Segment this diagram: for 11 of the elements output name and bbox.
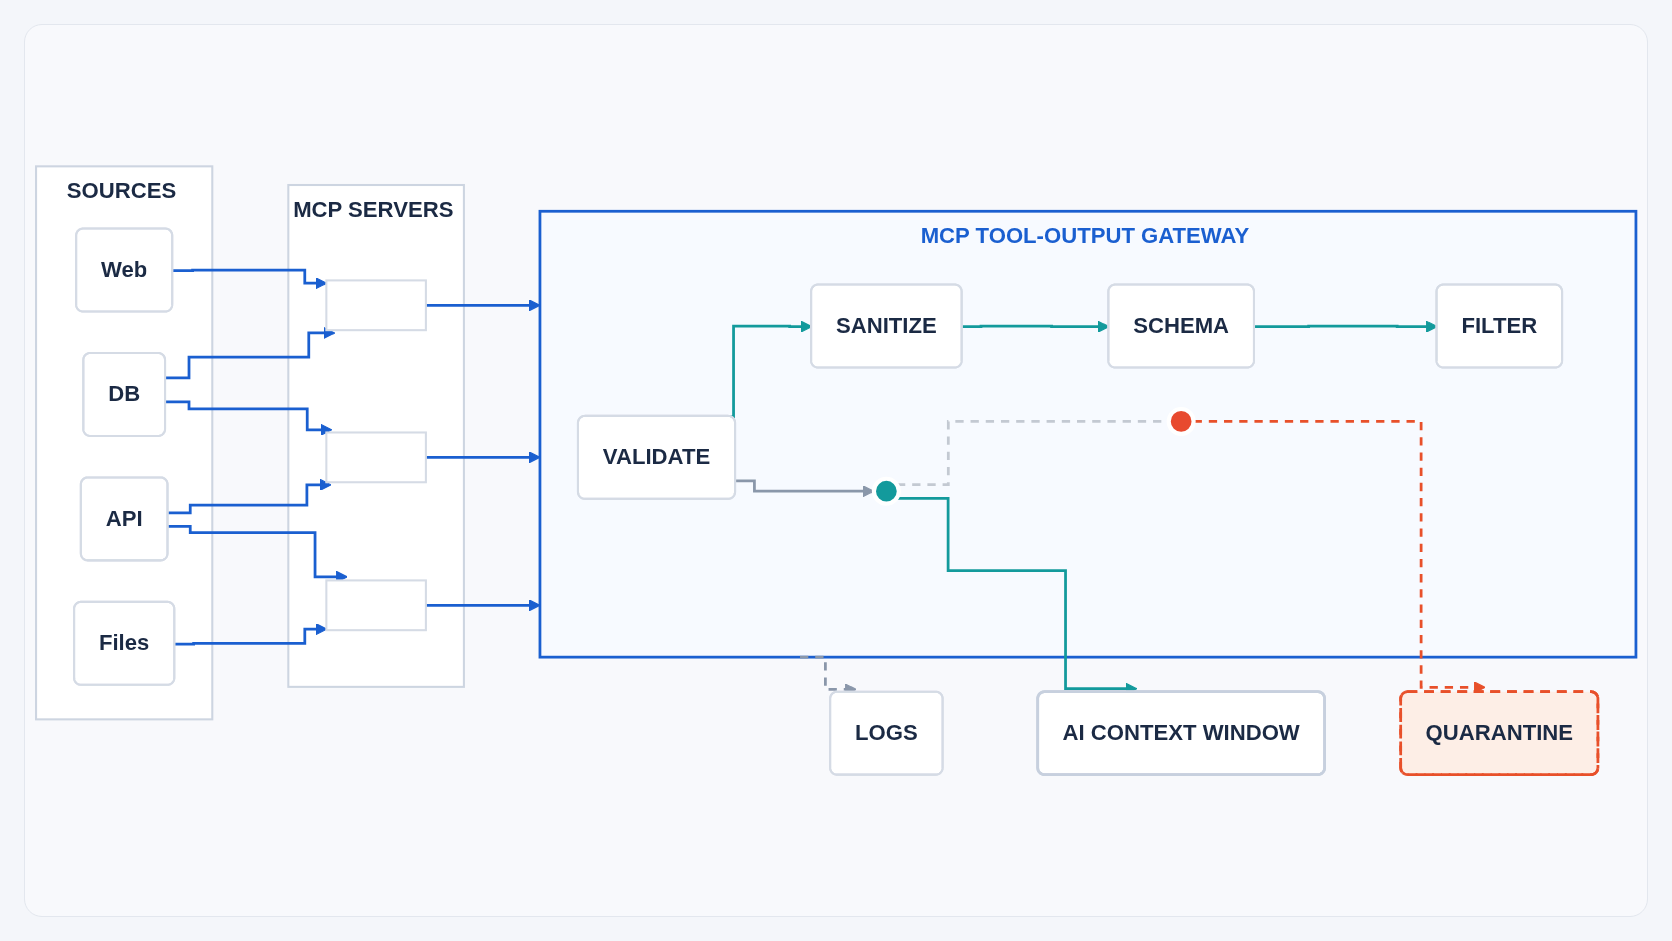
node-box [325, 279, 427, 332]
cluster: MCP SERVERS [287, 183, 465, 688]
node-box [325, 579, 427, 632]
arrow [165, 400, 333, 436]
node-circle [1166, 406, 1196, 436]
arrow [425, 299, 541, 312]
arrow [168, 478, 332, 515]
arrow [425, 599, 541, 612]
arrow [425, 451, 541, 464]
node-circle [871, 476, 901, 506]
node-box [325, 431, 427, 484]
